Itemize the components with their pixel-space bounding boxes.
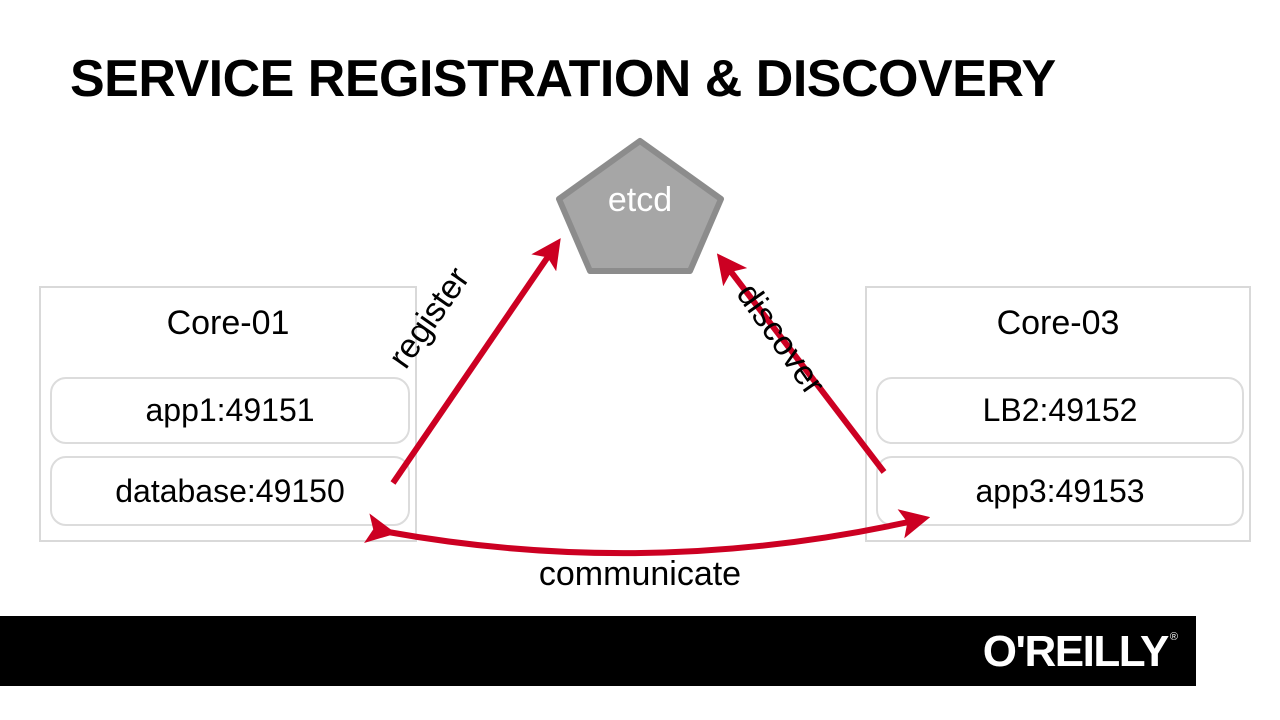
oreilly-logo: O'REILLY ® (982, 627, 1178, 676)
host-title-core-01: Core-01 (166, 304, 290, 342)
service-box-app1: app1:49151 (50, 377, 410, 444)
registered-trademark-icon: ® (1169, 631, 1178, 643)
pentagon-icon (556, 138, 724, 274)
edge-label-communicate: communicate (538, 555, 742, 593)
edge-label-discover: discover (728, 276, 833, 402)
host-card-core-03: Core-03 LB2:49152 app3:49153 (865, 286, 1251, 542)
service-box-app3: app3:49153 (876, 456, 1244, 526)
etcd-pentagon-node: etcd (555, 137, 725, 275)
arrow-communicate (364, 509, 931, 557)
footer-bar: O'REILLY ® (0, 616, 1196, 686)
service-box-lb2: LB2:49152 (876, 377, 1244, 444)
oreilly-wordmark: O'REILLY (982, 627, 1170, 676)
host-title-core-03: Core-03 (996, 304, 1120, 342)
page-title: SERVICE REGISTRATION & DISCOVERY (70, 50, 1056, 108)
service-box-database: database:49150 (50, 456, 410, 526)
host-card-core-01: Core-01 app1:49151 database:49150 (39, 286, 417, 542)
